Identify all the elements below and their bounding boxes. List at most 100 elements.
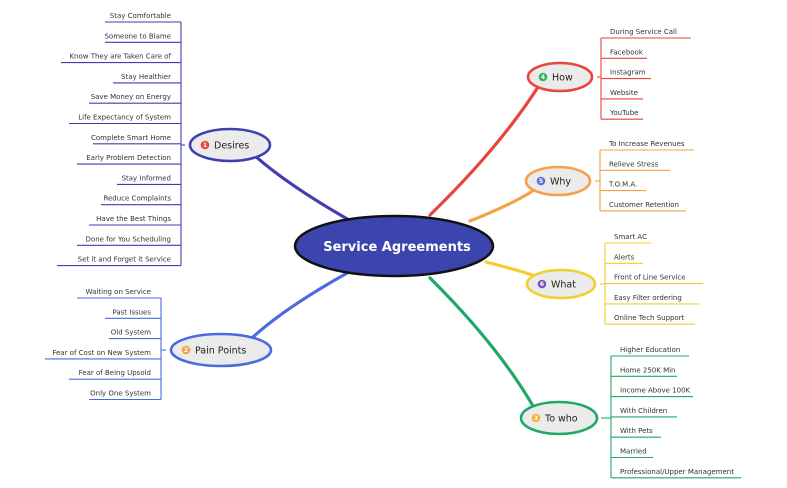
leaf-topic-to-who-1[interactable]: Higher Education [611,346,689,357]
leaf-topic-label: With Pets [620,427,653,435]
number-badge-icon-to-who [531,413,541,423]
leaf-topic-desires-1[interactable]: Stay Comfortable [105,12,181,23]
leaf-topic-pain-points-4[interactable]: Fear of Cost on New System [45,349,161,360]
leaf-topic-desires-11[interactable]: Have the Best Things [89,215,181,226]
leaf-topic-why-1[interactable]: To Increase Revenues [600,140,694,151]
leaf-topic-to-who-7[interactable]: Professional/Upper Management [611,468,741,479]
leaf-topic-to-who-4[interactable]: With Children [611,407,677,418]
leaf-topic-label: Past Issues [112,308,151,316]
leaf-topic-label: Know They are Taken Care of [69,53,171,61]
leaf-topic-to-who-3[interactable]: Income Above 100K [611,387,693,398]
leaf-topic-label: Fear of Cost on New System [52,349,151,357]
leaf-topic-what-5[interactable]: Online Tech Support [605,314,695,325]
leaf-topic-label: Only One System [90,390,151,398]
leaf-topic-label: Instagram [610,69,646,77]
main-topic-shape-what [525,268,597,300]
branch-link-to-who [428,276,538,414]
branch-link-how [428,81,543,217]
leaf-topic-what-3[interactable]: Front of Line Service [605,274,703,285]
branch-link-why [468,185,541,223]
leaf-topic-why-3[interactable]: T.O.M.A. [600,181,646,192]
main-topic-label-desires: Desires [214,141,249,152]
leaf-topic-label: Online Tech Support [614,314,685,322]
number-badge-label: 6 [540,281,544,288]
leaf-topic-label: With Children [620,407,667,415]
leaf-topic-how-1[interactable]: During Service Call [601,28,691,39]
leaf-topic-label: Relieve Stress [609,160,659,168]
leaf-topic-desires-10[interactable]: Reduce Complaints [101,195,181,206]
leaf-topic-label: Fear of Being Upsold [79,369,151,377]
leaf-topic-desires-5[interactable]: Save Money on Energy [89,93,181,104]
main-topic-label-why: Why [550,177,571,188]
leaf-topic-desires-12[interactable]: Done for You Scheduling [77,235,181,246]
leaf-topic-desires-7[interactable]: Complete Smart Home [91,134,181,145]
leaf-topic-desires-9[interactable]: Stay Informed [117,174,181,185]
leaf-topic-pain-points-1[interactable]: Waiting on Service [77,288,161,299]
leaf-topic-what-1[interactable]: Smart AC [605,233,651,244]
leaf-topic-to-who-2[interactable]: Home 250K Min [611,366,677,377]
leaf-topic-label: Professional/Upper Management [620,468,734,476]
leaf-topic-how-3[interactable]: Instagram [601,69,651,80]
leaf-topic-label: Front of Line Service [614,274,686,282]
leaf-topic-label: YouTube [609,109,638,117]
main-topic-shape-desires [188,127,272,163]
leaf-topic-label: Higher Education [620,346,680,354]
leaf-topic-how-5[interactable]: YouTube [601,109,643,120]
leaf-topic-desires-2[interactable]: Someone to Blame [104,32,181,43]
leaf-topic-pain-points-3[interactable]: Old System [109,329,161,340]
main-topic-shape-pain-points [169,332,273,368]
main-topic-shape-why [524,165,592,197]
main-topic-label-how: How [552,73,573,84]
number-badge-icon-what [537,279,547,289]
leaf-topic-label: T.O.M.A. [608,181,637,189]
main-topic-why[interactable]: 5 Why [524,165,592,197]
leaf-topic-desires-3[interactable]: Know They are Taken Care of [61,53,181,64]
leaf-topic-label: Easy Filter ordering [614,294,682,302]
leaf-topic-to-who-6[interactable]: Married [611,448,653,459]
leaf-topic-what-4[interactable]: Easy Filter ordering [605,294,699,305]
central-topic[interactable]: Service Agreements [293,214,495,278]
main-topic-label-to-who: To who [544,414,578,425]
branch-link-pain-points [244,270,351,346]
leaf-topic-label: Complete Smart Home [91,134,171,142]
leaf-topic-label: Stay Informed [122,174,171,182]
leaf-topic-pain-points-6[interactable]: Only One System [89,390,161,401]
leaf-topic-label: Website [610,89,638,97]
leaf-topic-label: Reduce Complaints [103,195,171,203]
leaf-topic-desires-13[interactable]: Set it and Forget it Service [57,256,181,267]
leaf-topic-what-2[interactable]: Alerts [605,253,643,264]
leaf-topic-label: Life Expectancy of System [78,114,171,122]
leaf-topic-label: Alerts [614,253,635,261]
leaf-topic-to-who-5[interactable]: With Pets [611,427,661,438]
number-badge-label: 1 [203,142,207,149]
main-topic-shape-how [526,61,594,93]
branch-link-desires [248,149,351,222]
leaf-topic-label: Save Money on Energy [91,93,171,101]
leaf-topic-why-2[interactable]: Relieve Stress [600,160,670,171]
leaf-topic-how-2[interactable]: Facebook [601,48,647,59]
leaf-topic-label: During Service Call [610,28,677,36]
leaf-topic-desires-6[interactable]: Life Expectancy of System [69,114,181,125]
leaf-topic-label: Someone to Blame [104,32,171,40]
leaf-topic-desires-4[interactable]: Stay Healthier [113,73,181,84]
leaf-topic-label: Customer Retention [609,201,679,209]
main-topic-desires[interactable]: 1 Desires [188,127,272,163]
leaf-topic-pain-points-2[interactable]: Past Issues [105,308,161,319]
leaf-topic-desires-8[interactable]: Early Problem Detection [77,154,181,165]
leaf-topic-label: Waiting on Service [86,288,151,296]
leaf-topic-label: Income Above 100K [620,387,691,395]
number-badge-icon-how [538,72,548,82]
leaf-topic-pain-points-5[interactable]: Fear of Being Upsold [69,369,161,380]
leaf-topic-label: Facebook [610,48,644,56]
leaf-topic-why-4[interactable]: Customer Retention [600,201,686,212]
leaf-topic-label: Smart AC [614,233,647,241]
leaf-topic-how-4[interactable]: Website [601,89,643,100]
main-topic-label-what: What [551,280,576,291]
number-badge-label: 5 [539,178,543,185]
main-topic-what[interactable]: 6 What [525,268,597,300]
